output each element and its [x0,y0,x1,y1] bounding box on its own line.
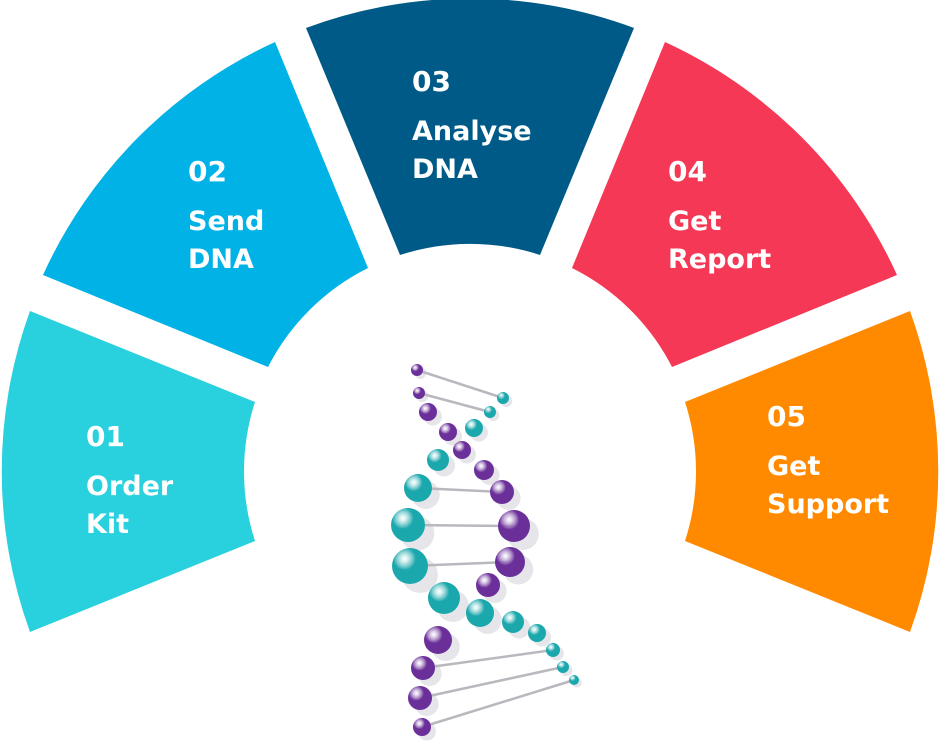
helix-base-purple [453,441,471,459]
helix-rung [417,486,503,494]
helix-base-teal [391,508,425,542]
helix-rung [421,678,575,729]
helix-base-purple [411,656,435,680]
helix-base-purple [495,547,525,577]
helix-base-teal [465,419,483,437]
helix-rung [422,648,554,670]
helix-rung [416,368,504,400]
helix-base-purple [498,510,530,542]
helix-base-purple [424,626,452,654]
helix-base-teal [497,392,509,404]
segment-order-kit [1,311,256,632]
helix-rung [418,391,491,414]
helix-base-teal [546,643,560,657]
helix-base-teal [466,599,494,627]
segment-get-report [572,42,897,367]
helix-base-purple [413,718,431,736]
helix-shadow [400,367,582,741]
helix-base-purple [474,460,494,480]
helix-base-purple [419,403,437,421]
helix-base-purple [408,686,432,710]
helix-base-purple [439,423,457,441]
helix-base-teal [404,474,432,502]
helix-base-purple [411,364,423,376]
helix-rungs [407,368,575,729]
helix-base-teal [392,548,428,584]
helix-base-teal [484,406,496,418]
helix-base-teal [502,611,524,633]
segment-analyse-dna [306,0,634,255]
helix-base-purple [476,573,500,597]
segment-send-dna [43,42,368,367]
helix-base-purple [413,387,425,399]
helix-bases [391,364,579,736]
dna-helix-illustration [391,364,582,741]
helix-base-teal [569,675,579,685]
helix-base-teal [528,624,546,642]
segment-get-support [685,311,939,632]
helix-base-teal [557,661,569,673]
helix-rung [407,523,515,528]
helix-base-teal [428,582,460,614]
helix-rung [419,665,564,700]
helix-base-purple [490,480,514,504]
helix-base-teal [427,449,449,471]
